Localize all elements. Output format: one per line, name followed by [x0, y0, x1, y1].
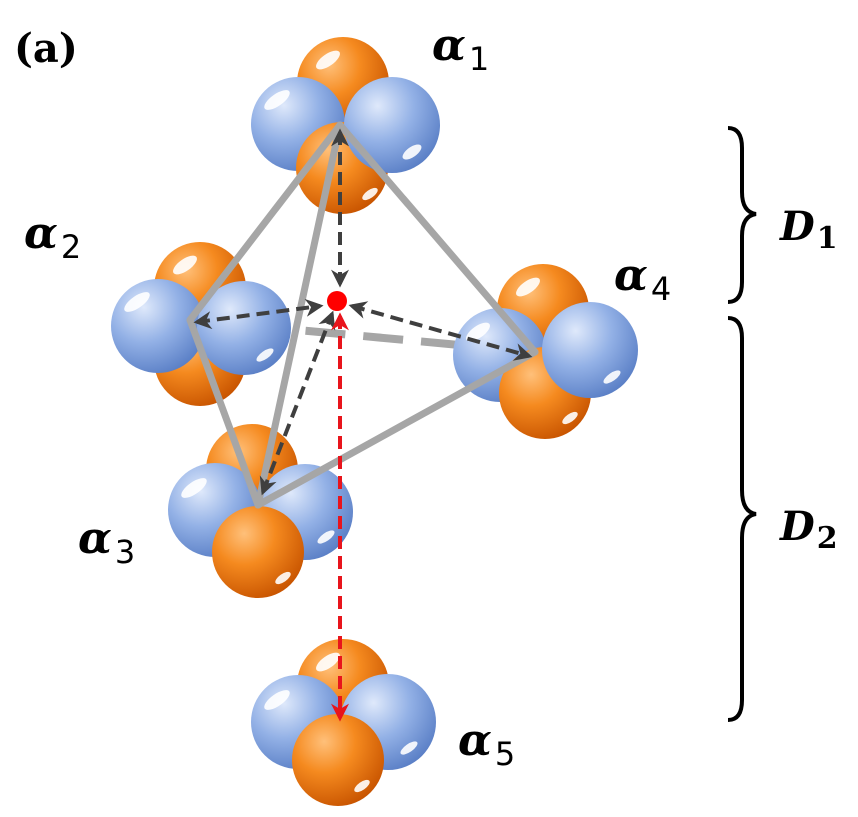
alpha4-label: α4	[614, 250, 671, 308]
proton-sphere	[292, 714, 384, 806]
alpha-cluster-5	[251, 639, 436, 806]
alpha-cluster-3	[168, 424, 353, 598]
brace-d1	[727, 126, 757, 304]
center-to-cluster-arrows	[193, 128, 533, 496]
alpha1-label: α1	[432, 20, 489, 78]
alpha-cluster-1	[251, 37, 440, 214]
panel-label: (a)	[14, 25, 78, 72]
alpha3-label: α3	[78, 513, 135, 571]
alpha5-label: α5	[458, 715, 515, 773]
sphere-highlights	[124, 50, 621, 793]
neutron-sphere	[344, 77, 440, 173]
d1-label: D1	[779, 203, 838, 256]
d2-label: D2	[779, 503, 838, 556]
proton-sphere	[212, 506, 304, 598]
center-of-mass-dot	[327, 291, 347, 311]
alpha2-label: α2	[24, 208, 81, 266]
brace-d2	[727, 316, 757, 722]
neutron-sphere	[542, 302, 638, 398]
alpha-cluster-2	[111, 242, 291, 406]
